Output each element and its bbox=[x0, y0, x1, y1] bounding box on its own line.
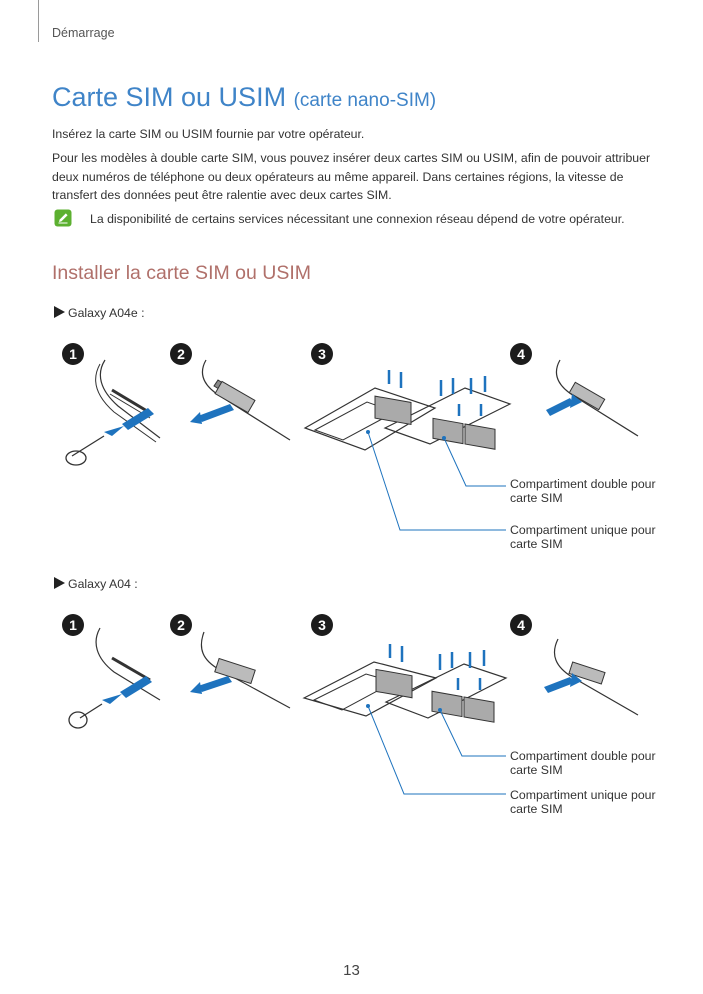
step-1-badge: 1 bbox=[62, 614, 84, 636]
play-arrow-icon bbox=[54, 577, 65, 589]
tray-eject-illustration bbox=[190, 631, 291, 709]
play-arrow-icon bbox=[54, 306, 65, 318]
step-4-badge: 4 bbox=[510, 614, 532, 636]
sim-tray-illustration bbox=[303, 370, 512, 451]
callout-dual-sim: Compartiment double pour carte SIM bbox=[510, 477, 656, 505]
section-heading: Installer la carte SIM ou USIM bbox=[52, 262, 312, 284]
step-4-badge: 4 bbox=[510, 343, 532, 365]
eject-pin-illustration bbox=[65, 359, 161, 466]
title-main: Carte SIM ou USIM bbox=[52, 82, 287, 112]
section-header: Démarrage bbox=[52, 26, 115, 40]
tray-insert-illustration bbox=[544, 638, 639, 716]
model-label-a04e: Galaxy A04e : bbox=[54, 306, 145, 320]
callout-single-sim: Compartiment unique pour carte SIM bbox=[510, 788, 656, 816]
pencil-note-icon bbox=[54, 209, 72, 227]
step-1-badge: 1 bbox=[62, 343, 84, 365]
model-name: Galaxy A04e : bbox=[68, 306, 145, 320]
eject-pin-illustration bbox=[68, 627, 161, 729]
tray-eject-illustration bbox=[190, 359, 291, 441]
header-rule bbox=[38, 0, 39, 42]
callout-dual-sim: Compartiment double pour carte SIM bbox=[510, 749, 656, 777]
title-sub: (carte nano-SIM) bbox=[293, 90, 437, 111]
page-title: Carte SIM ou USIM (carte nano-SIM) bbox=[52, 82, 436, 113]
model-label-a04: Galaxy A04 : bbox=[54, 577, 138, 591]
callout-single-sim: Compartiment unique pour carte SIM bbox=[510, 523, 656, 551]
model-name: Galaxy A04 : bbox=[68, 577, 138, 591]
tray-insert-illustration bbox=[546, 359, 639, 437]
step-2-badge: 2 bbox=[170, 614, 192, 636]
note-text: La disponibilité de certains services né… bbox=[90, 212, 625, 226]
step-2-badge: 2 bbox=[170, 343, 192, 365]
intro-text: Insérez la carte SIM ou USIM fournie par… bbox=[52, 127, 365, 141]
step-3-badge: 3 bbox=[311, 343, 333, 365]
dual-sim-paragraph: Pour les modèles à double carte SIM, vou… bbox=[52, 151, 651, 202]
page-number: 13 bbox=[343, 962, 360, 979]
step-3-badge: 3 bbox=[311, 614, 333, 636]
